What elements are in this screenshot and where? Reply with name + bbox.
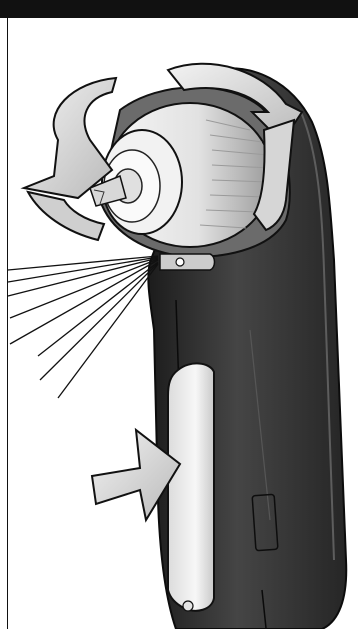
light-rays — [8, 256, 158, 398]
led-light-icon — [160, 254, 215, 270]
battery-pack — [168, 363, 214, 611]
